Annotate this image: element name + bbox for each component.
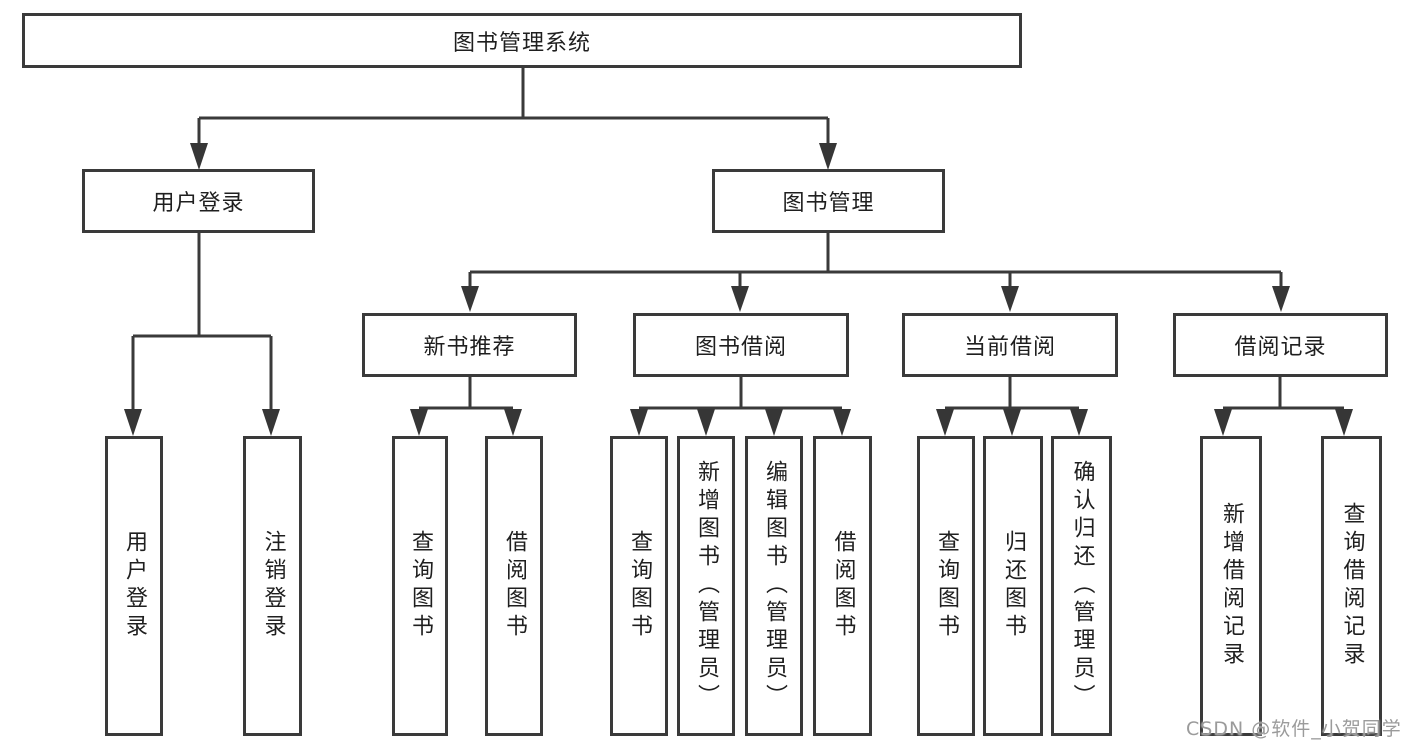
leaf-user-login: 用户登录 xyxy=(105,436,163,736)
leaf-edit-books-admin: 编辑图书（管理员） xyxy=(745,436,803,736)
node-label: 借阅图书 xyxy=(830,530,856,642)
leaf-confirm-return-admin: 确认归还（管理员） xyxy=(1051,436,1112,736)
node-book-borrowing: 图书借阅 xyxy=(633,313,849,377)
node-borrowing-records: 借阅记录 xyxy=(1173,313,1388,377)
node-label: 新增借阅记录 xyxy=(1219,502,1244,670)
node-label: 图书管理 xyxy=(782,191,875,216)
node-label: 确认归还（管理员） xyxy=(1069,460,1095,712)
leaf-add-books-admin: 新增图书（管理员） xyxy=(677,436,735,736)
watermark: CSDN @软件_小贺同学 xyxy=(1186,718,1402,740)
leaf-query-books: 查询图书 xyxy=(392,436,448,736)
node-label: 查询借阅记录 xyxy=(1339,502,1365,670)
leaf-logout: 注销登录 xyxy=(243,436,302,736)
node-user-login: 用户登录 xyxy=(82,169,315,233)
node-book-management: 图书管理 xyxy=(712,169,945,233)
node-label: 借阅图书 xyxy=(502,530,527,642)
node-label: 归还图书 xyxy=(1001,530,1026,642)
leaf-borrow-books: 借阅图书 xyxy=(485,436,543,736)
node-label: 图书管理系统 xyxy=(452,30,591,56)
node-new-book-recommendation: 新书推荐 xyxy=(362,313,577,377)
node-library-management-system: 图书管理系统 xyxy=(22,13,1022,68)
leaf-query-books: 查询图书 xyxy=(917,436,975,736)
arrowheads xyxy=(124,143,1353,436)
node-label: 查询图书 xyxy=(627,530,652,642)
node-label: 图书借阅 xyxy=(694,335,787,360)
node-label: 查询图书 xyxy=(408,530,433,642)
node-label: 用户登录 xyxy=(152,191,245,216)
node-label: 借阅记录 xyxy=(1234,335,1327,360)
node-label: 编辑图书（管理员） xyxy=(762,460,787,712)
node-label: 新增图书（管理员） xyxy=(694,460,719,712)
leaf-borrow-books: 借阅图书 xyxy=(813,436,872,736)
leaf-return-books: 归还图书 xyxy=(983,436,1043,736)
leaf-query-borrow-record: 查询借阅记录 xyxy=(1321,436,1382,736)
leaf-add-borrow-record: 新增借阅记录 xyxy=(1200,436,1262,736)
node-label: 用户登录 xyxy=(122,530,147,642)
node-label: 查询图书 xyxy=(934,530,959,642)
node-label: 新书推荐 xyxy=(423,335,516,360)
leaf-query-books: 查询图书 xyxy=(610,436,668,736)
node-label: 注销登录 xyxy=(260,530,286,642)
node-label: 当前借阅 xyxy=(963,335,1056,360)
node-current-borrowing: 当前借阅 xyxy=(902,313,1118,377)
